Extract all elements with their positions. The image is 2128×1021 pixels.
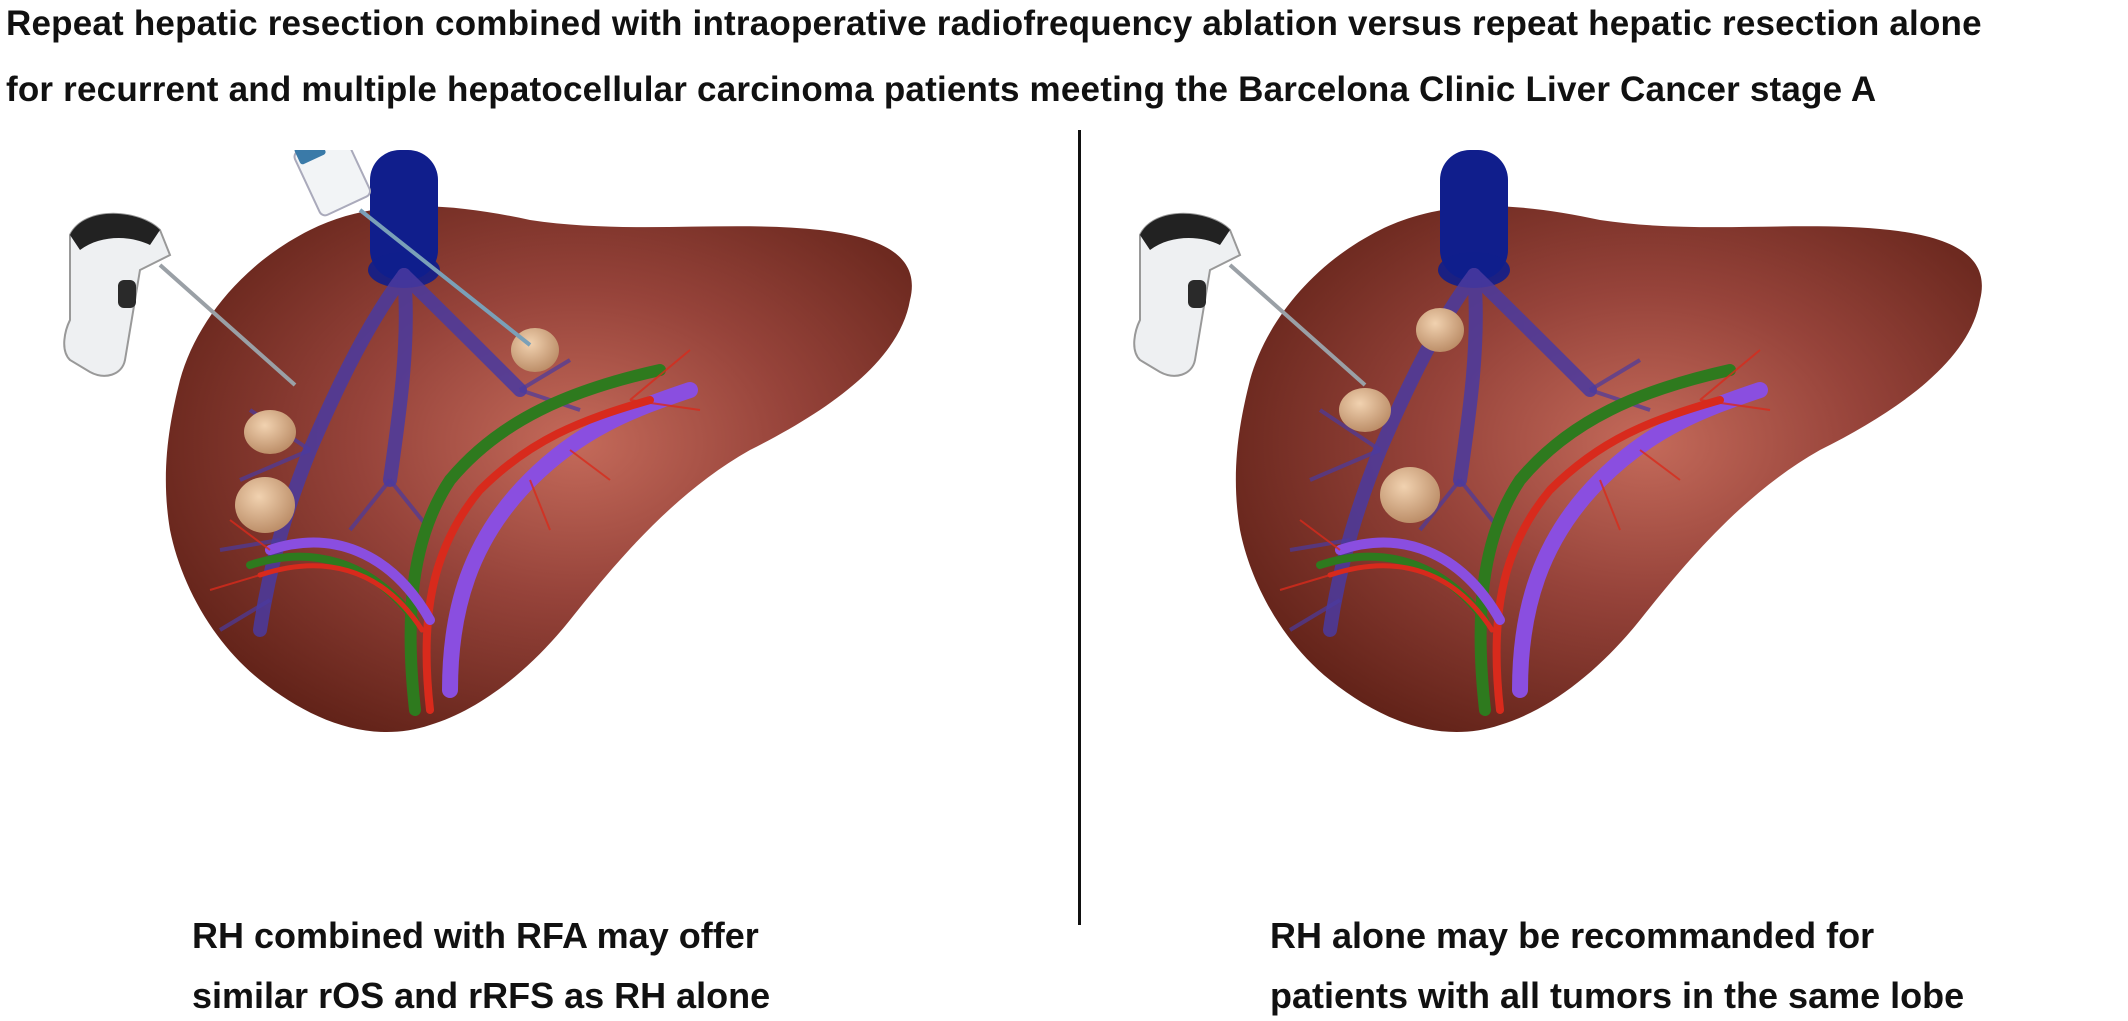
tumor-nodule-icon — [1380, 467, 1440, 523]
rfa-probe-icon — [293, 150, 532, 347]
left-caption-line-1: RH combined with RFA may offer — [192, 915, 759, 956]
right-panel-illustration — [1080, 150, 2128, 900]
left-panel-illustration — [10, 150, 1070, 900]
resection-device-icon — [1133, 212, 1367, 387]
tumor-nodule-icon — [235, 477, 295, 533]
right-caption-line-2: patients with all tumors in the same lob… — [1270, 975, 1965, 1016]
resection-device-icon — [63, 212, 297, 387]
right-caption-line-1: RH alone may be recommanded for — [1270, 915, 1875, 956]
panel-divider — [1078, 130, 1081, 925]
left-caption-line-2: similar rOS and rRFS as RH alone — [192, 975, 771, 1016]
tumor-nodule-icon — [244, 410, 296, 454]
tumor-nodule-icon — [1339, 388, 1391, 432]
vena-cava — [370, 150, 438, 280]
title-line-1: Repeat hepatic resection combined with i… — [6, 4, 1982, 43]
vena-cava — [1440, 150, 1508, 280]
title-line-2: for recurrent and multiple hepatocellula… — [6, 70, 1877, 109]
tumor-nodule-icon — [1416, 308, 1464, 352]
